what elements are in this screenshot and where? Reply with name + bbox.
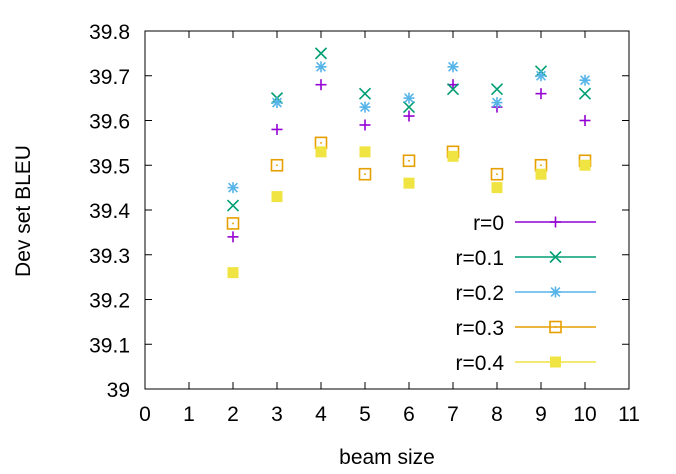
legend-swatch-marker (550, 216, 561, 228)
data-point (447, 150, 459, 162)
data-point (271, 123, 283, 135)
y-tick-label: 39.2 (89, 290, 130, 313)
data-point (491, 182, 503, 194)
x-tick-label: 4 (315, 403, 327, 426)
data-points (226, 47, 592, 279)
data-point (490, 83, 504, 96)
data-point (315, 79, 327, 91)
data-point (227, 231, 239, 243)
axis-ticks: 0 1 2 3 4 5 6 7 8 9 10 11 39 39.1 39.2 39.3 39.4 39.5 39.6… (89, 21, 640, 426)
legend-label: r=0.1 (456, 247, 504, 270)
series-3 (226, 136, 592, 230)
legend-swatch-marker (549, 250, 562, 264)
legend: r=0 r=0.1 r=0.2 r=0.3 r=0.4 (456, 212, 596, 375)
data-point (491, 97, 503, 109)
series-1 (226, 47, 592, 212)
x-tick-label: 8 (491, 403, 503, 426)
data-point (402, 101, 416, 114)
x-tick-label: 6 (403, 403, 415, 426)
data-point (535, 168, 547, 180)
y-tick-label: 39.6 (89, 111, 130, 134)
data-point (315, 146, 327, 158)
plot-border (144, 30, 630, 390)
data-point (490, 167, 504, 181)
data-point (358, 167, 372, 181)
legend-item: r=0.1 (456, 247, 596, 270)
data-point (403, 92, 415, 104)
x-tick-label: 2 (227, 403, 239, 426)
data-point (358, 87, 372, 100)
x-tick-label: 5 (359, 403, 371, 426)
data-point (579, 74, 591, 86)
legend-item: r=0.3 (456, 317, 596, 340)
data-point (270, 158, 284, 172)
x-tick-label: 11 (618, 403, 640, 426)
legend-swatch-marker (550, 356, 561, 368)
legend-item: r=0.4 (456, 352, 596, 375)
data-point (446, 83, 460, 96)
legend-item: r=0.2 (456, 282, 596, 305)
y-axis-label: Dev set BLEU (12, 145, 35, 277)
data-point (359, 119, 371, 131)
data-point (403, 110, 415, 122)
legend-label: r=0.4 (456, 352, 505, 375)
data-point (271, 191, 283, 203)
plot-area (144, 30, 630, 390)
y-tick-label: 39.3 (89, 245, 130, 268)
data-point (227, 182, 239, 194)
data-point (535, 70, 547, 82)
legend-swatch-marker (550, 286, 561, 298)
y-tick-label: 39.1 (89, 334, 130, 357)
x-axis-label: beam size (339, 446, 435, 469)
y-tick-label: 39 (107, 379, 130, 402)
legend-label: r=0 (473, 212, 504, 235)
legend-label: r=0.3 (456, 317, 504, 340)
y-tick-label: 39.4 (89, 200, 130, 223)
legend-item: r=0 (473, 212, 596, 235)
x-tick-label: 9 (535, 403, 547, 426)
data-point (402, 154, 416, 168)
data-point (579, 159, 591, 171)
y-tick-label: 39.8 (89, 21, 130, 44)
series-2 (227, 61, 591, 194)
x-tick-label: 1 (183, 403, 195, 426)
x-tick-label: 10 (573, 403, 596, 426)
data-point (403, 177, 415, 189)
data-point (359, 146, 371, 158)
data-point (535, 88, 547, 100)
data-point (578, 87, 592, 100)
data-point (271, 97, 283, 109)
x-tick-label: 0 (139, 403, 151, 426)
legend-swatch-marker (549, 320, 562, 334)
data-point (314, 47, 328, 60)
data-point (359, 101, 371, 113)
y-tick-label: 39.7 (89, 66, 130, 89)
x-tick-label: 7 (447, 403, 459, 426)
data-point (447, 61, 459, 73)
y-tick-label: 39.5 (89, 155, 130, 178)
series-4 (227, 146, 591, 279)
legend-label: r=0.2 (456, 282, 504, 305)
data-point (227, 267, 239, 279)
data-point (579, 115, 591, 126)
data-point (226, 217, 240, 230)
data-point (226, 199, 240, 212)
x-tick-label: 3 (271, 403, 283, 426)
data-point (315, 61, 327, 73)
